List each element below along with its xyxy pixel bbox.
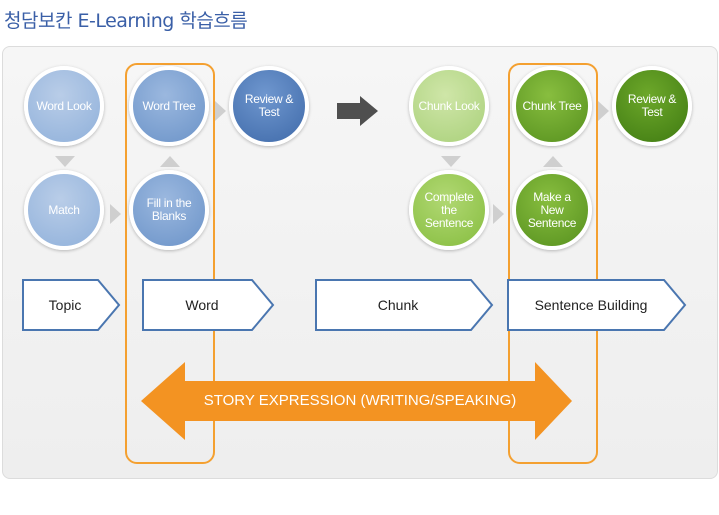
arrow-down-icon	[55, 156, 75, 167]
stage-word-label: Word	[185, 297, 219, 313]
stage-topic-box	[22, 279, 121, 331]
story-expression-label: STORY EXPRESSION (WRITING/SPEAKING)	[203, 392, 517, 409]
node-chunk-look: Chunk Look	[409, 66, 489, 146]
arrow-up-icon	[160, 156, 180, 167]
node-chunk-tree: Chunk Tree	[512, 66, 592, 146]
node-complete-the-sentence: Complete the Sentence	[409, 170, 489, 250]
arrow-right-icon	[215, 101, 226, 121]
node-match-label: Match	[48, 202, 80, 217]
sentence-stage-highlight	[508, 63, 598, 464]
node-fill-in-the-blanks: Fill in the Blanks	[129, 170, 209, 250]
node-fill-in-the-blanks-label: Fill in the Blanks	[146, 196, 192, 223]
node-word-look-label: Word Look	[36, 98, 92, 113]
word-stage-highlight	[125, 63, 215, 464]
stage-chunk-label: Chunk	[377, 297, 419, 313]
arrow-down-icon	[441, 156, 461, 167]
stage-word-box	[142, 279, 275, 331]
node-chunk-tree-label: Chunk Tree	[522, 98, 582, 113]
node-review-test-2: Review & Test	[612, 66, 692, 146]
node-review-test-1-label: Review & Test	[244, 92, 294, 119]
stage-sentence-building-label: Sentence Building	[534, 297, 648, 313]
story-expression-arrow	[141, 362, 572, 440]
arrow-up-icon	[543, 156, 563, 167]
arrow-right-icon	[493, 204, 504, 224]
arrow-right-icon	[110, 204, 121, 224]
node-word-look: Word Look	[24, 66, 104, 146]
page-title: 청담보칸 E-Learning 학습흐름	[4, 10, 248, 32]
stage-sentence-building-box	[507, 279, 687, 331]
node-review-test-2-label: Review & Test	[627, 92, 677, 119]
node-complete-the-sentence-label: Complete the Sentence	[424, 189, 474, 230]
node-make-a-new-sentence-label: Make a New Sentence	[527, 189, 577, 230]
stage-topic-label: Topic	[48, 297, 82, 313]
node-chunk-look-label: Chunk Look	[418, 98, 480, 113]
node-review-test-1: Review & Test	[229, 66, 309, 146]
node-word-tree: Word Tree	[129, 66, 209, 146]
arrow-right-icon	[598, 101, 609, 121]
stage-chunk-box	[315, 279, 494, 331]
node-make-a-new-sentence: Make a New Sentence	[512, 170, 592, 250]
big-arrow-right-icon	[337, 96, 378, 126]
node-word-tree-label: Word Tree	[142, 98, 196, 113]
node-match: Match	[24, 170, 104, 250]
